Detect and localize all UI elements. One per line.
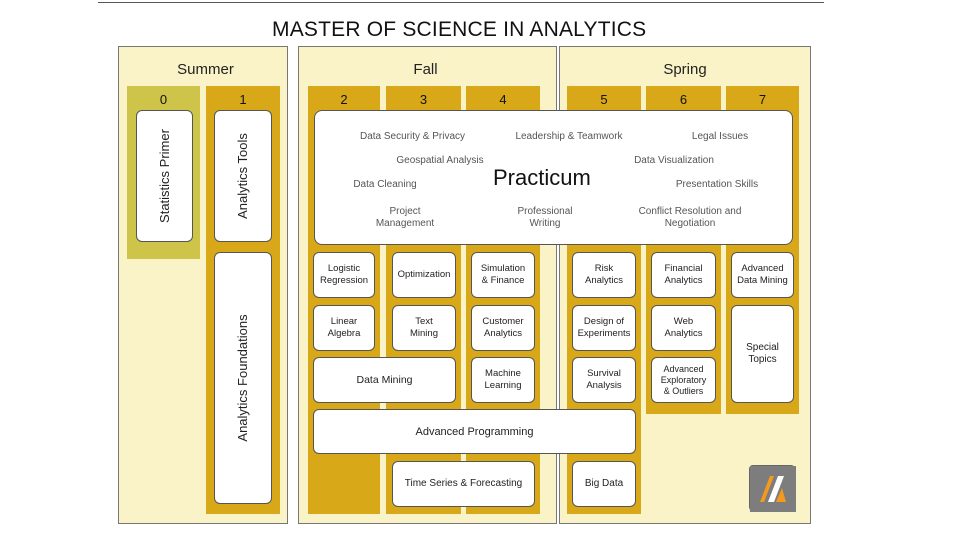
practicum-project-management: Project Management (375, 206, 435, 229)
course-risk-analytics: Risk Analytics (572, 252, 636, 298)
institute-logo-icon (749, 465, 796, 512)
course-linear-algebra-label: Linear Algebra (327, 316, 361, 339)
course-machine-learning: Machine Learning (471, 357, 535, 403)
module-number-2: 2 (340, 92, 348, 107)
course-financial-analytics-label: Financial Analytics (664, 263, 703, 286)
course-advanced-exploratory: Advanced Exploratory & Outliers (651, 357, 716, 403)
course-survival-analysis: Survival Analysis (572, 357, 636, 403)
course-text-mining: Text Mining (392, 305, 456, 351)
module-number-7: 7 (758, 92, 767, 107)
practicum-legal: Legal Issues (691, 131, 749, 142)
course-web-analytics: Web Analytics (651, 305, 716, 351)
course-data-mining-label: Data Mining (356, 374, 413, 386)
course-text-mining-label: Text Mining (410, 316, 438, 339)
top-rule (98, 2, 824, 3)
course-design-of-experiments-label: Design of Experiments (577, 316, 631, 339)
practicum-geospatial: Geospatial Analysis (396, 155, 484, 166)
course-analytics-tools: Analytics Tools (214, 110, 272, 242)
season-label-spring: Spring (663, 61, 707, 78)
course-survival-analysis-label: Survival Analysis (586, 368, 622, 391)
course-special-topics: Special Topics (731, 305, 794, 403)
course-big-data-label: Big Data (584, 478, 624, 489)
practicum-conflict-resolution: Conflict Resolution and Negotiation (638, 206, 742, 229)
course-analytics-foundations-label: Analytics Foundations (235, 314, 250, 442)
practicum-leadership: Leadership & Teamwork (515, 131, 623, 142)
course-customer-analytics: Customer Analytics (471, 305, 535, 351)
module-number-6: 6 (679, 92, 688, 107)
course-special-topics-label: Special Topics (746, 342, 779, 365)
institute-logo-mark-icon (750, 466, 796, 512)
course-financial-analytics: Financial Analytics (651, 252, 716, 298)
course-big-data: Big Data (572, 461, 636, 507)
course-simulation-finance-label: Simulation & Finance (480, 263, 526, 286)
course-advanced-data-mining-label: Advanced Data Mining (737, 263, 788, 286)
course-design-of-experiments: Design of Experiments (572, 305, 636, 351)
course-statistics-primer-label: Statistics Primer (156, 129, 172, 223)
course-statistics-primer: Statistics Primer (136, 110, 193, 242)
practicum-presentation: Presentation Skills (675, 179, 759, 190)
practicum-data-visualization: Data Visualization (634, 155, 714, 166)
course-machine-learning-label: Machine Learning (484, 368, 522, 391)
course-advanced-programming: Advanced Programming (313, 409, 636, 454)
course-optimization-label: Optimization (397, 269, 451, 280)
practicum-title: Practicum (493, 165, 591, 190)
course-web-analytics-label: Web Analytics (664, 316, 703, 339)
course-risk-analytics-label: Risk Analytics (584, 263, 623, 286)
course-logistic-regression-label: Logistic Regression (319, 263, 369, 286)
module-number-3: 3 (419, 92, 428, 107)
course-time-series-forecasting-label: Time Series & Forecasting (404, 478, 523, 489)
course-time-series-forecasting: Time Series & Forecasting (392, 461, 535, 507)
course-analytics-foundations: Analytics Foundations (214, 252, 272, 504)
season-label-fall: Fall (413, 61, 438, 78)
course-logistic-regression: Logistic Regression (313, 252, 375, 298)
practicum-data-cleaning: Data Cleaning (353, 179, 417, 190)
course-advanced-programming-label: Advanced Programming (415, 425, 534, 438)
season-label-summer: Summer (177, 61, 234, 78)
course-analytics-tools-label: Analytics Tools (235, 133, 250, 219)
module-number-0: 0 (159, 92, 168, 107)
course-advanced-data-mining: Advanced Data Mining (731, 252, 794, 298)
practicum-box: Data Security & Privacy Leadership & Tea… (314, 110, 793, 245)
module-number-5: 5 (600, 92, 608, 107)
practicum-data-security: Data Security & Privacy (359, 131, 466, 142)
course-linear-algebra: Linear Algebra (313, 305, 375, 351)
course-simulation-finance: Simulation & Finance (471, 252, 535, 298)
course-data-mining: Data Mining (313, 357, 456, 403)
course-optimization: Optimization (392, 252, 456, 298)
course-advanced-exploratory-label: Advanced Exploratory & Outliers (660, 363, 707, 396)
course-customer-analytics-label: Customer Analytics (482, 316, 524, 339)
module-number-1: 1 (239, 92, 247, 107)
practicum-professional-writing: Professional Writing (517, 206, 573, 229)
module-number-4: 4 (499, 92, 507, 107)
page-title: MASTER OF SCIENCE IN ANALYTICS (272, 18, 647, 41)
